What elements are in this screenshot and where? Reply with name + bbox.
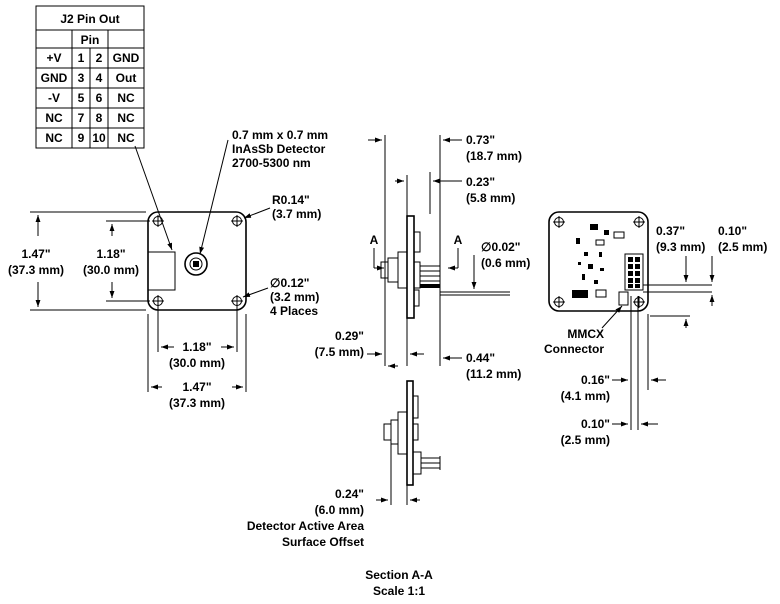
dim-029-mm: (7.5 mm) (315, 345, 364, 359)
dim-044-mm: (11.2 mm) (466, 367, 521, 381)
detector-icon (184, 252, 208, 276)
pin-table-cell-text: 5 (78, 91, 85, 105)
section-view: 0.24" (6.0 mm) Detector Active Area Surf… (247, 380, 441, 598)
pin-table-cell-text: 10 (92, 131, 106, 145)
corner-radius-label: R0.14" (272, 193, 310, 207)
pin-table-cell-text: NC (117, 131, 135, 145)
pin-table-title: J2 Pin Out (60, 12, 119, 26)
radius-leader (243, 207, 271, 219)
dim-002-mm: (0.6 mm) (481, 256, 530, 270)
pin-table-cell-text: 8 (96, 111, 103, 125)
section-mark-left: A (370, 233, 379, 247)
front-connector-block (147, 251, 176, 291)
pin-table-cell-text: 6 (96, 91, 103, 105)
dim-024-mm: (6.0 mm) (315, 503, 364, 517)
back-board-outline (548, 211, 649, 312)
detector-label-2: InAsSb Detector (232, 142, 326, 156)
hole-dia-label: ∅0.12" (270, 276, 310, 290)
width-outer-mm: (37.3 mm) (169, 396, 225, 410)
dim-023-in: 0.23" (466, 175, 495, 189)
back-view: 0.37" (9.3 mm) 0.10" (2.5 mm) MMCX Conne… (544, 211, 767, 447)
back-mounting-holes (553, 216, 645, 308)
front-view: 0.7 mm x 0.7 mm InAsSb Detector 2700-530… (8, 128, 328, 410)
height-inner-mm: (30.0 mm) (83, 263, 139, 277)
dim-073-in: 0.73" (466, 133, 495, 147)
width-outer-in: 1.47" (182, 380, 211, 394)
mmcx-connector (618, 291, 629, 306)
detector-label-3: 2700-5300 nm (232, 156, 311, 170)
scale-caption: Scale 1:1 (373, 584, 425, 598)
height-inner-in: 1.18" (96, 247, 125, 261)
pin-table-cell-text: NC (45, 111, 63, 125)
dim-010-top-mm: (2.5 mm) (718, 240, 767, 254)
connector-label: Connector (544, 342, 604, 356)
pin-table-cell-text: 7 (78, 111, 85, 125)
hole-count: 4 Places (270, 304, 318, 318)
dim-073-mm: (18.7 mm) (466, 149, 522, 163)
pin-table-cell-text: GND (41, 71, 68, 85)
pin-table-cell-text: 3 (78, 71, 85, 85)
dim-002-in: ∅0.02" (481, 240, 521, 254)
pin-table-cell-text: NC (117, 91, 135, 105)
table-leader-line (134, 145, 173, 251)
width-inner-in: 1.18" (182, 340, 211, 354)
section-board (406, 380, 414, 486)
mounting-holes (152, 215, 243, 307)
dim-024-in: 0.24" (335, 487, 364, 501)
dim-010-bottom-mm: (2.5 mm) (561, 433, 610, 447)
dim-023-mm: (5.8 mm) (466, 191, 515, 205)
hole-dia-mm: (3.2 mm) (270, 290, 319, 304)
pin-table-cell-text: -V (48, 91, 60, 105)
hole-leader (242, 287, 269, 298)
dim-016-in: 0.16" (581, 373, 610, 387)
section-mark-right: A (454, 233, 463, 247)
pin-table-cell-text: +V (46, 51, 61, 65)
side-detector-housing (397, 251, 408, 289)
dim-016-mm: (4.1 mm) (561, 389, 610, 403)
side-view: A A 0.73" (18.7 mm) 0.23" (5.8 mm) ∅0.02… (315, 133, 531, 381)
back-pin-header (624, 253, 644, 291)
dim-037-in: 0.37" (656, 224, 685, 238)
pin-table-cell-text: GND (113, 51, 140, 65)
mmcx-label: MMCX (567, 327, 604, 341)
dim-010-bottom-in: 0.10" (581, 417, 610, 431)
dim-037-mm: (9.3 mm) (656, 240, 705, 254)
dim-010-top-in: 0.10" (718, 224, 747, 238)
height-outer-mm: (37.3 mm) (8, 263, 64, 277)
side-pins (420, 265, 510, 296)
section-caption: Section A-A (365, 568, 433, 582)
detector-label-1: 0.7 mm x 0.7 mm (232, 128, 328, 142)
pin-table-cell-text: 1 (78, 51, 85, 65)
dim-044-in: 0.44" (466, 351, 495, 365)
width-inner-mm: (30.0 mm) (169, 356, 225, 370)
detector-leader (199, 139, 229, 255)
pin-table-cell-text: NC (45, 131, 63, 145)
pin-table-cell (107, 127, 145, 149)
pin-table-header: Pin (81, 33, 100, 47)
pin-table-cell-text: Out (116, 71, 137, 85)
pin-table-cell-text: NC (117, 111, 135, 125)
pin-table-cell-text: 2 (96, 51, 103, 65)
pin-table-cell-text: 9 (78, 131, 85, 145)
back-components (572, 224, 629, 306)
side-board (406, 215, 415, 319)
pin-table-cell-text: 4 (96, 71, 103, 85)
detector-active-area-label: Detector Active Area (247, 519, 364, 533)
height-outer-in: 1.47" (21, 247, 50, 261)
surface-offset-label: Surface Offset (282, 535, 364, 549)
corner-radius-mm: (3.7 mm) (272, 207, 321, 221)
dim-029-in: 0.29" (335, 329, 364, 343)
